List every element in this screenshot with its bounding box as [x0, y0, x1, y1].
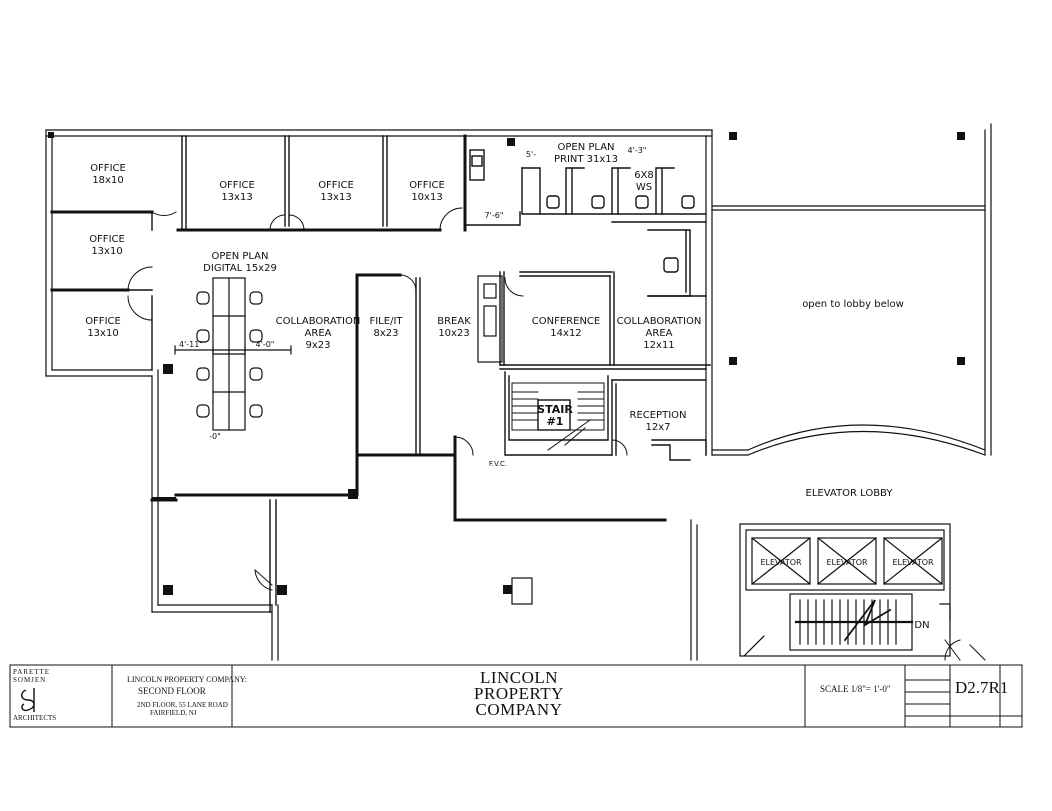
bench-desk [174, 277, 292, 431]
sheet-title: SECOND FLOOR [138, 686, 206, 696]
door-swings [127, 207, 986, 661]
title-block-frame [9, 664, 1023, 728]
firm-name-architects: ARCHITECTS [13, 714, 57, 722]
interior-thin-walls [127, 135, 711, 613]
stair-label: STAIR#1 [537, 403, 573, 428]
elevator-lobby-label: ELEVATOR LOBBY [805, 488, 893, 499]
sheet-number: D2.7R1 [955, 678, 1009, 697]
elevator-label: ELEVATOR [826, 558, 868, 567]
fire-valve-cabinet-label: F.V.C. [488, 460, 508, 468]
dimension-label: 5'- [525, 150, 537, 159]
dimension-label: 4'-0" [255, 340, 275, 349]
elevator-label: ELEVATOR [892, 558, 934, 567]
open-to-lobby-label: open to lobby below [802, 299, 904, 310]
elevator-label: ELEVATOR [760, 558, 802, 567]
break-counter [477, 275, 503, 363]
print-workstations [469, 149, 707, 273]
address-line: 2ND FLOOR, 55 LANE ROAD [137, 701, 228, 709]
address-line: FAIRFIELD, NJ [150, 709, 197, 717]
dimension-label: -0" [209, 432, 221, 441]
drawing-scale: SCALE 1/8"= 1'-0" [820, 684, 891, 694]
elevator-core [511, 523, 951, 657]
dimension-label: 4'-3" [627, 146, 647, 155]
stair-1 [511, 382, 605, 451]
column-markers [48, 132, 965, 595]
dimension-label: 7'-6" [484, 211, 504, 220]
client-name: LINCOLN PROPERTY COMPANY: [127, 675, 247, 684]
dimension-label: 4'-11" [178, 340, 204, 349]
firm-monogram [21, 688, 35, 712]
stair-down-label: DN [914, 620, 930, 631]
